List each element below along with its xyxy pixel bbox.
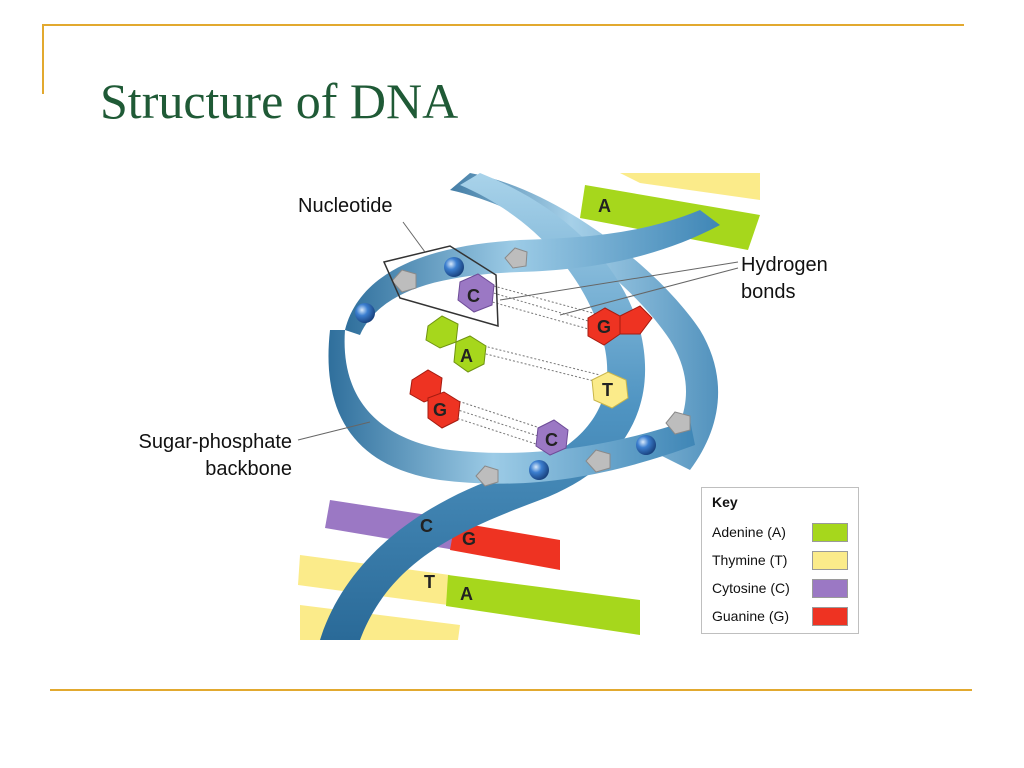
key-swatch	[812, 551, 848, 570]
hydrogen-bonds-line1: Hydrogen	[741, 254, 828, 276]
base-letter: C	[467, 286, 480, 306]
slide-title: Structure of DNA	[100, 73, 459, 129]
base-letter: A	[460, 584, 473, 604]
nucleotide-label: Nucleotide	[298, 195, 393, 217]
base-letter: T	[424, 572, 435, 592]
base-letter: C	[420, 516, 433, 536]
key-swatch	[812, 523, 848, 542]
phosphate-ball	[529, 460, 549, 480]
phosphate-ball	[355, 303, 375, 323]
left-rule	[42, 24, 44, 94]
backbone-leader	[297, 421, 371, 441]
base-adenine-middle: A	[425, 315, 487, 373]
sugar-pentagon	[585, 449, 611, 473]
base-cytosine-middle: C	[535, 419, 569, 456]
key-label: Guanine (G)	[712, 608, 790, 624]
sugar-phosphate-line2: backbone	[205, 458, 292, 480]
bottom-rule	[50, 689, 972, 691]
top-rule	[42, 24, 964, 26]
key-item-guanine: Guanine (G)	[712, 606, 848, 628]
backbone-ribbon-front	[320, 173, 646, 640]
key-title: Key	[712, 494, 738, 510]
base-thymine-middle: T	[591, 371, 629, 409]
key-label: Adenine (A)	[712, 524, 786, 540]
sugar-pentagon	[504, 247, 528, 269]
sugar-pentagon	[391, 269, 417, 293]
base-guanine-upper: G	[587, 305, 653, 346]
base-bar-yellow-top	[620, 173, 760, 200]
nucleotide-leader	[402, 221, 426, 253]
key-item-adenine: Adenine (A)	[712, 522, 848, 544]
sugar-pentagon	[665, 411, 691, 435]
base-letter: T	[602, 380, 613, 400]
hydrogen-leader	[499, 261, 739, 301]
key-item-thymine: Thymine (T)	[712, 550, 848, 572]
key-label: Thymine (T)	[712, 552, 788, 568]
backbone-ribbon-left	[328, 330, 695, 484]
phosphate-ball	[444, 257, 464, 277]
sugar-phosphate-line1: Sugar-phosphate	[138, 431, 292, 453]
key-item-cytosine: Cytosine (C)	[712, 578, 848, 600]
base-letter: G	[597, 317, 611, 337]
base-letter: A	[598, 196, 611, 216]
base-bar-adenine	[446, 575, 640, 635]
hydrogen-bonds-line2: bonds	[741, 281, 796, 303]
phosphate-ball	[636, 435, 656, 455]
hydrogen-bonds-label: Hydrogen bonds	[741, 252, 828, 306]
backbone-ribbon-upper	[345, 210, 720, 335]
base-letter: G	[433, 400, 447, 420]
sugar-phosphate-label: Sugar-phosphate backbone	[110, 429, 292, 483]
base-letter: A	[460, 346, 473, 366]
key-swatch	[812, 607, 848, 626]
base-bar-guanine	[450, 522, 560, 570]
key-swatch	[812, 579, 848, 598]
hydrogen-leader	[559, 267, 739, 316]
sugar-pentagon	[475, 465, 499, 487]
base-cytosine-upper: C	[457, 273, 495, 313]
key-legend: Key Adenine (A) Thymine (T) Cytosine (C)…	[701, 487, 859, 634]
base-bar-adenine-top	[580, 185, 760, 250]
nucleotide-outline	[382, 245, 499, 328]
base-letter: C	[545, 430, 558, 450]
key-label: Cytosine (C)	[712, 580, 790, 596]
base-letter: G	[462, 529, 476, 549]
base-guanine-middle: G	[409, 369, 461, 429]
